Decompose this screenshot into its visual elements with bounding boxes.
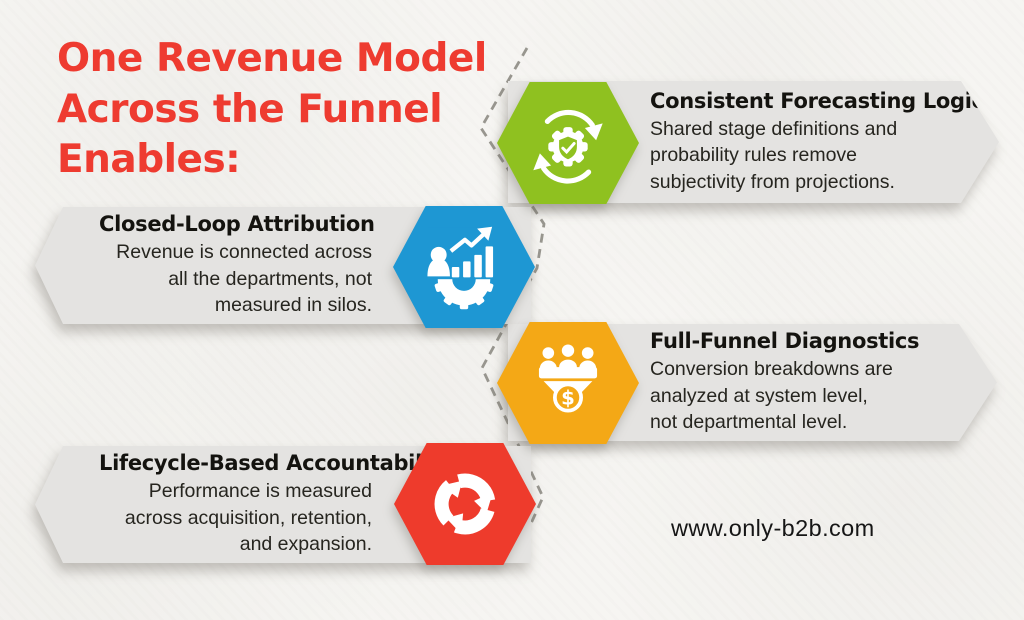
section-heading: Full-Funnel Diagnostics	[650, 329, 920, 354]
section-heading: Closed-Loop Attribution	[99, 212, 375, 237]
title-line-2: Across the Funnel	[57, 86, 443, 132]
section-body-line: Shared stage definitions and	[650, 117, 898, 140]
page-title: One Revenue Model Across the Funnel Enab…	[57, 34, 487, 186]
hexagon-shape	[393, 206, 535, 328]
hexagon-badge-forecasting	[497, 82, 639, 204]
section-body-line: across acquisition, retention,	[124, 506, 372, 529]
section-body-line: analyzed at system level,	[650, 384, 868, 407]
section-body-line: not departmental level.	[650, 411, 848, 434]
section-heading: Consistent Forecasting Logic	[650, 88, 984, 113]
section-heading: Lifecycle-Based Accountability	[99, 451, 453, 476]
section-body-line: Conversion breakdowns are	[650, 358, 893, 381]
hexagon-badge-lifecycle	[394, 443, 536, 565]
website-url: www.only-b2b.com	[671, 515, 875, 541]
hexagon-badge-attribution	[393, 206, 535, 328]
section-body-line: subjectivity from projections.	[650, 170, 895, 193]
title-line-3: Enables:	[57, 137, 241, 183]
section-body-line: all the departments, not	[168, 267, 372, 290]
hexagon-shape	[394, 443, 536, 565]
section-body-line: Performance is measured	[148, 480, 372, 503]
hexagon-shape	[497, 82, 639, 204]
section-body-line: probability rules remove	[650, 144, 858, 167]
lifecycle-cycle-arrows-icon	[434, 473, 496, 535]
section-body-line: and expansion.	[239, 533, 372, 556]
hexagon-shape: $	[497, 322, 639, 444]
section-body-line: measured in silos.	[214, 294, 372, 317]
person-growth-chart-gear-icon	[427, 226, 500, 310]
section-body-line: Revenue is connected across	[116, 241, 372, 264]
sync-gear-shield-check-icon	[533, 109, 603, 184]
funnel-leads-dollar-icon: $	[538, 344, 598, 413]
svg-text:$: $	[561, 387, 575, 410]
hexagon-badge-diagnostics: $	[497, 322, 639, 444]
title-line-1: One Revenue Model	[57, 36, 487, 81]
